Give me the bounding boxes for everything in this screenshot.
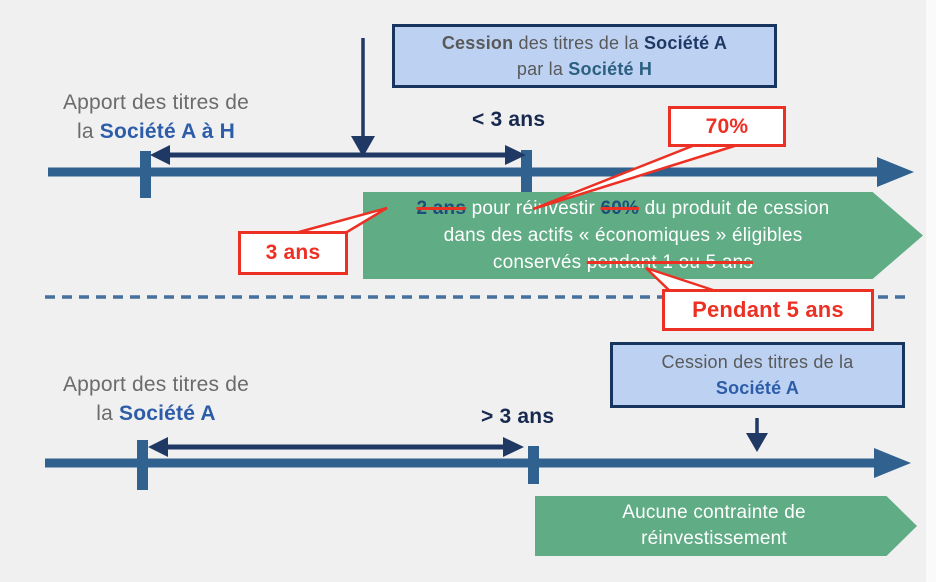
duration-gt-3-ans: > 3 ans (481, 405, 555, 428)
constraint-line-2: dans des actifs « économiques » éligible… (443, 225, 803, 246)
la-prefix-bottom: la (96, 402, 120, 425)
constraint-text-3: conservés (492, 252, 587, 273)
reinvestment-constraint-arrow: 2 ans pour réinvestir 60% du produit de … (363, 192, 923, 279)
societe-h-label: Société H (568, 59, 653, 79)
callout-3-ans: 3 ans (238, 231, 348, 275)
callout-pendant-5-ans: Pendant 5 ans (662, 289, 874, 331)
cession-a-line-2: Société A (715, 378, 800, 398)
par-la-text: par la (516, 59, 569, 79)
cession-a-line-1: Cession des titres de la (661, 352, 854, 372)
top-timeline-arrowhead-icon (877, 157, 914, 187)
cession-societe-a-box: Cession des titres de la Société A (610, 342, 905, 408)
struck-60-percent: 60% (600, 198, 640, 219)
constraint-text-2: du produit de cession (639, 198, 830, 219)
cession-h-line-1: Cession des titres de la Société A (395, 30, 774, 56)
top-tick-2 (521, 150, 532, 193)
apport-top-line-1: Apport des titres de (62, 91, 250, 114)
struck-2-ans: 2 ans (416, 198, 467, 219)
cession-h-line-2: par la Société H (395, 56, 774, 82)
struck-pendant-1-ou-5-ans: pendant 1 ou 5 ans (586, 252, 754, 273)
bottom-timeline (45, 418, 911, 490)
page-right-margin (926, 0, 936, 582)
top-double-arrow-right-icon (505, 145, 526, 165)
la-prefix: la (76, 120, 100, 143)
bottom-tick-1 (137, 440, 148, 490)
constraint-line-3: conservés pendant 1 ou 5 ans (375, 249, 871, 276)
cession-down-arrow-icon (351, 136, 375, 157)
bottom-timeline-arrowhead-icon (874, 448, 911, 478)
constraint-line-1: 2 ans pour réinvestir 60% du produit de … (375, 195, 871, 222)
constraint-text: pour réinvestir (466, 198, 601, 219)
no-constraint-arrow: Aucune contrainte de réinvestissement (535, 496, 917, 556)
apport-label-bottom: Apport des titres de la Société A (26, 370, 286, 428)
societe-a-label-bottom: Société A (119, 402, 216, 425)
callout-70-percent: 70% (668, 106, 786, 147)
top-double-arrow-left-icon (150, 145, 170, 165)
cession-word: Cession (441, 33, 514, 53)
societe-a-label: Société A (643, 33, 728, 53)
duration-lt-3-ans: < 3 ans (472, 108, 546, 131)
apport-bottom-line-2: la Société A (26, 399, 286, 428)
societe-a-a-h-label: Société A à H (99, 120, 236, 143)
cession-mid-text: des titres de la (513, 33, 644, 53)
bottom-double-arrow-right-icon (503, 437, 524, 457)
no-constraint-line-1: Aucune contrainte de (622, 502, 806, 523)
cession-societe-h-box: Cession des titres de la Société A par l… (392, 24, 777, 88)
apport-label-top: Apport des titres de la Société A à H (26, 88, 286, 146)
bottom-double-arrow-left-icon (148, 437, 168, 457)
apport-top-line-2: la Société A à H (26, 117, 286, 146)
cession-a-down-arrow-icon (746, 433, 768, 452)
top-tick-1 (140, 151, 151, 198)
bottom-tick-2 (528, 446, 539, 484)
no-constraint-line-2: réinvestissement (641, 528, 787, 549)
apport-bottom-line-1: Apport des titres de (62, 373, 250, 396)
